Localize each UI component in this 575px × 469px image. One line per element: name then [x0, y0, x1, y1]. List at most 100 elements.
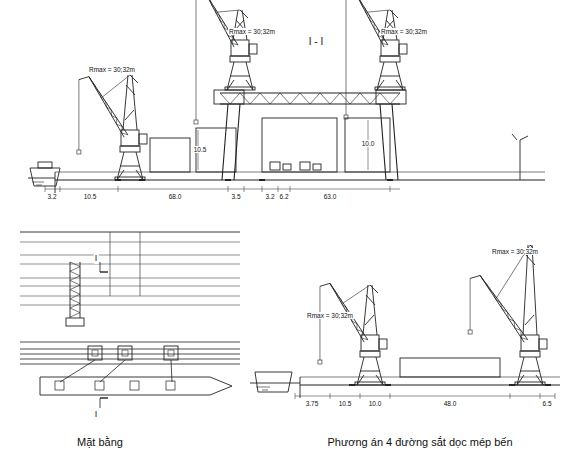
dimension-label: 3.75: [305, 400, 320, 407]
dimension-label: 10.5: [193, 146, 208, 153]
drawing-rect: [313, 164, 321, 170]
drawing-line: [20, 232, 240, 233]
drawing-line: [555, 393, 556, 399]
drawing-line: [125, 110, 134, 120]
drawing-line: [390, 393, 391, 399]
drawing-rect: [318, 360, 322, 364]
drawing-line: [363, 285, 368, 335]
drawing-line: [20, 305, 240, 306]
drawing-rect: [164, 346, 178, 360]
drawing-line: [20, 242, 240, 243]
drawing-line: [343, 285, 370, 304]
drawing-line: [520, 136, 528, 140]
drawing-line: [36, 185, 42, 186]
dimension-label: Rmax = 30;32m: [491, 248, 539, 255]
drawing-line: [366, 295, 375, 305]
drawing-rect: [375, 87, 405, 90]
drawing-line: [320, 283, 330, 286]
drawing-line: [349, 384, 355, 386]
drawing-line: [290, 186, 291, 192]
figure-caption: Phương án 4 đường sắt dọc mép bến: [326, 436, 513, 448]
drawing-line: [60, 360, 95, 382]
drawing-line: [380, 104, 386, 180]
drawing-line: [346, 0, 347, 115]
drawing-line: [262, 390, 268, 391]
drawing-line: [123, 75, 128, 130]
drawing-line: [20, 296, 240, 297]
drawing-line: [295, 393, 296, 399]
drawing-rect: [55, 381, 64, 390]
drawing-rect: [270, 162, 280, 170]
drawing-line: [206, 0, 238, 45]
dimension-label: 3.2: [46, 193, 57, 200]
drawing-rect: [521, 335, 539, 351]
drawing-line: [295, 396, 555, 397]
drawing-line: [196, 0, 197, 120]
drawing-line: [520, 371, 540, 372]
drawing-rect: [381, 40, 399, 56]
drawing-line: [227, 80, 234, 90]
dimension-label: 6.2: [278, 193, 289, 200]
drawing-line: [126, 85, 135, 95]
drawing-line: [100, 360, 125, 382]
drawing-line: [45, 186, 46, 192]
drawing-line: [171, 360, 172, 382]
drawing-rect: [262, 118, 337, 172]
drawing-rect: [150, 138, 190, 172]
drawing-rect: [360, 351, 380, 357]
drawing-line: [540, 393, 541, 399]
drawing-line: [319, 286, 320, 360]
dimension-label: 63.0: [323, 193, 338, 200]
dimension-label: 10.5: [83, 193, 98, 200]
drawing-rect: [515, 382, 545, 385]
drawing-line: [300, 377, 301, 398]
drawing-line: [230, 76, 250, 77]
drawing-rect: [249, 44, 257, 54]
drawing-rect: [168, 350, 174, 356]
drawing-line: [480, 275, 528, 339]
drawing-line: [117, 170, 124, 180]
drawing-line: [140, 232, 141, 296]
drawing-line: [376, 375, 383, 385]
dimension-label: 3.5: [230, 193, 241, 200]
drawing-line: [20, 278, 240, 279]
drawing-line: [356, 0, 388, 45]
dimension-label: I - I: [308, 36, 324, 47]
drawing-line: [20, 364, 240, 365]
drawing-line: [20, 255, 240, 256]
drawing-rect: [38, 162, 52, 168]
drawing-line: [380, 76, 400, 77]
drawing-rect: [194, 120, 198, 124]
dimension-label: 6.5: [541, 400, 552, 407]
drawing-line: [222, 104, 228, 180]
drawing-line: [206, 0, 238, 45]
drawing-rect: [115, 177, 145, 180]
dimension-label: Rmax = 30;32m: [306, 312, 354, 319]
drawing-line: [330, 393, 331, 399]
drawing-line: [360, 393, 361, 399]
drawing-line: [385, 384, 391, 386]
drawing-line: [390, 186, 391, 192]
drawing-line: [509, 384, 515, 386]
drawing-line: [532, 245, 537, 335]
drawing-line: [262, 186, 263, 192]
drawing-line: [536, 375, 543, 385]
dimension-label: 68.0: [168, 193, 183, 200]
drawing-rect: [344, 115, 348, 119]
drawing-line: [89, 77, 128, 135]
drawing-line: [110, 232, 111, 296]
drawing-line: [102, 75, 130, 97]
drawing-rect: [130, 381, 139, 390]
drawing-rect: [88, 346, 102, 360]
drawing-line: [357, 375, 364, 385]
drawing-line: [520, 140, 521, 180]
drawing-line: [217, 10, 241, 12]
drawing-line: [356, 0, 388, 45]
drawing-line: [40, 377, 232, 395]
drawing-line: [259, 179, 265, 181]
drawing-rect: [380, 56, 400, 62]
dimension-label: I: [94, 254, 99, 264]
drawing-line: [60, 186, 61, 192]
drawing-rect: [300, 162, 310, 170]
